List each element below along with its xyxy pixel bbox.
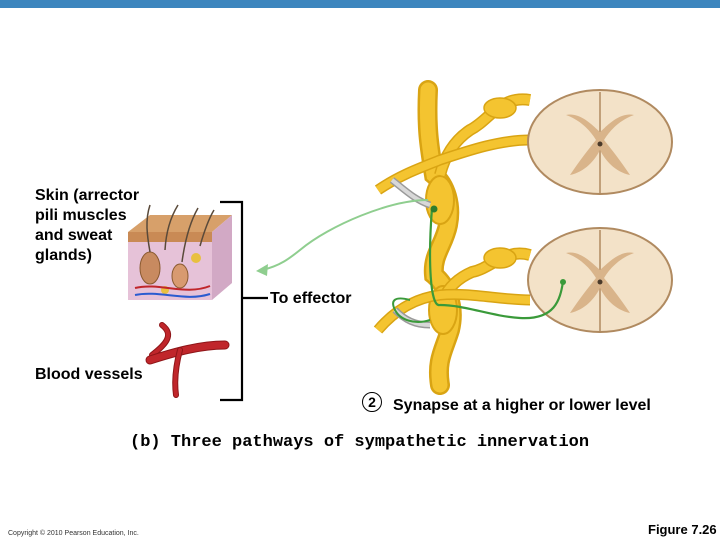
top-accent-bar [0, 0, 720, 8]
upper-ganglion [425, 175, 455, 225]
neuron-pathway [392, 205, 566, 323]
lower-spinal-cord-section [527, 227, 673, 333]
step-number-badge: 2 [362, 392, 382, 412]
upper-spinal-nerve [374, 93, 531, 209]
skin-label: Skin (arrector pili muscles and sweat gl… [35, 187, 140, 264]
figure-caption: (b) Three pathways of sympathetic innerv… [130, 433, 590, 452]
blood-vessels-label: Blood vessels [35, 366, 143, 383]
synapse-label: Synapse at a higher or lower level [393, 397, 651, 414]
copyright-notice: Copyright © 2010 Pearson Education, Inc. [8, 530, 139, 537]
upper-spinal-cord-section [527, 89, 673, 195]
effector-arrow [256, 199, 429, 276]
figure-number: Figure 7.26 [648, 522, 717, 537]
skin-illustration [128, 204, 232, 300]
bracket-line [220, 200, 268, 402]
blood-vessel-illustration [145, 322, 230, 398]
to-effector-label: To effector [270, 290, 352, 307]
